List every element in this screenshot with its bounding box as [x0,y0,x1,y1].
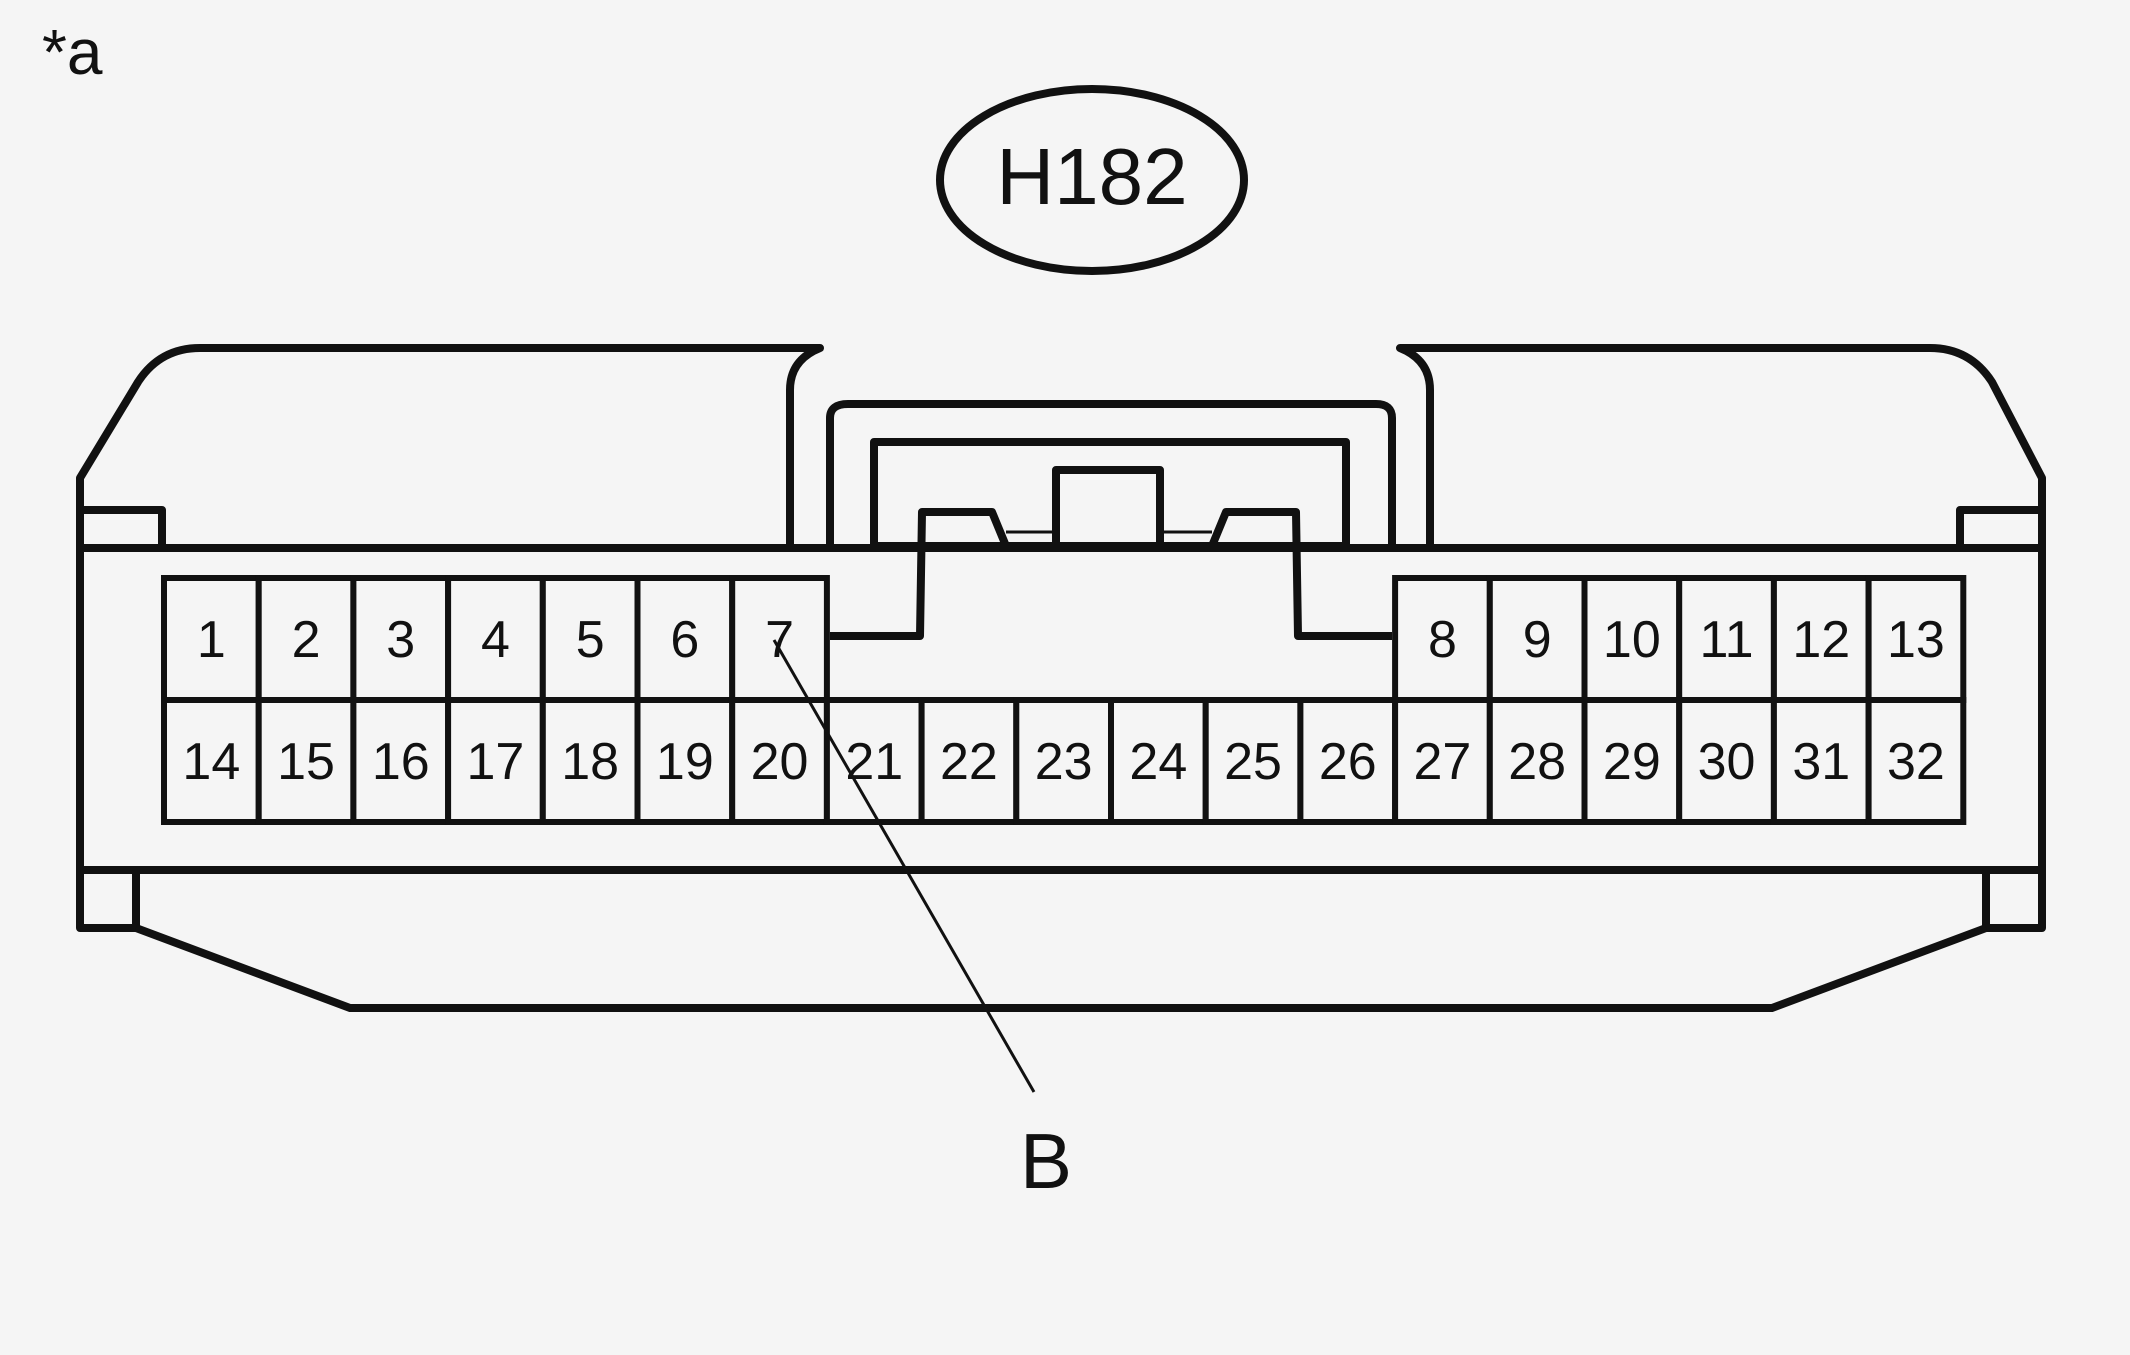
pin-5-label: 5 [576,611,605,669]
latch-hook-left [830,508,1010,640]
pin-15-cell [255,697,357,825]
pin-7-cell [729,575,830,703]
pin-25-label: 25 [1224,733,1282,791]
pin-23-label: 23 [1035,733,1093,791]
pin-15-label: 15 [277,733,335,791]
pin-19-label: 19 [656,733,714,791]
pin-16-cell [350,697,452,825]
pin-6-label: 6 [670,611,699,669]
pin-20-cell [729,697,830,825]
connector-id-ellipse [936,85,1248,275]
pin-18-label: 18 [561,733,619,791]
shoulder-ledge-left [80,506,166,548]
pin-22-cell [918,697,1020,825]
pin-21-label: 21 [845,733,903,791]
pin-25-cell [1202,697,1304,825]
connector-id-label: H182 [996,132,1187,221]
pin-22-label: 22 [940,733,998,791]
pin-18-cell [539,697,641,825]
pin-4-label: 4 [481,611,510,669]
pin-32-label: 32 [1887,733,1945,791]
latch-box [870,438,1350,550]
pin-20-label: 20 [751,733,809,791]
pin-26-label: 26 [1319,733,1377,791]
callout-leader-line [772,639,1036,1093]
housing-base-taper [134,924,1988,1012]
pin-1-label: 1 [197,611,226,669]
pin-9-cell [1486,575,1588,703]
pin-10-label: 10 [1603,611,1661,669]
pin-11-cell [1676,575,1777,703]
pin-24-cell [1108,697,1209,825]
pin-13-label: 13 [1887,611,1945,669]
callout-label: B [1020,1117,1072,1205]
pin-28-label: 28 [1508,733,1566,791]
pin-12-label: 12 [1792,611,1850,669]
pin-17-cell [445,697,546,825]
pin-29-cell [1581,697,1683,825]
latch-hook-right [1208,508,1392,640]
latch-frame [826,400,1396,546]
housing-base-left [76,870,140,932]
pin-31-label: 31 [1792,733,1850,791]
pin-14-cell [161,697,262,825]
pin-11-label: 11 [1700,611,1754,669]
pin-27-label: 27 [1414,733,1472,791]
pin-14-label: 14 [182,733,240,791]
pin-29-label: 29 [1603,733,1661,791]
pin-2-cell [255,575,357,703]
pin-3-label: 3 [386,611,415,669]
pin-8-label: 8 [1428,611,1457,669]
shoulder-ledge-right [1956,506,2042,548]
pin-24-label: 24 [1129,733,1187,791]
figure-mark: *a [42,16,103,88]
housing-base-right [1982,870,2046,932]
pin-28-cell [1486,697,1588,825]
pin-1-cell [161,575,262,703]
pin-7-label: 7 [765,611,794,669]
pin-17-label: 17 [467,733,525,791]
pin-32-cell [1865,697,1967,825]
housing-top-edge [200,344,1930,546]
pin-13-cell [1865,575,1967,703]
pin-2-label: 2 [292,611,321,669]
latch-tab [1052,466,1164,546]
pin-30-label: 30 [1698,733,1756,791]
pin-16-label: 16 [372,733,430,791]
pin-9-label: 9 [1523,611,1552,669]
pin-30-cell [1676,697,1777,825]
